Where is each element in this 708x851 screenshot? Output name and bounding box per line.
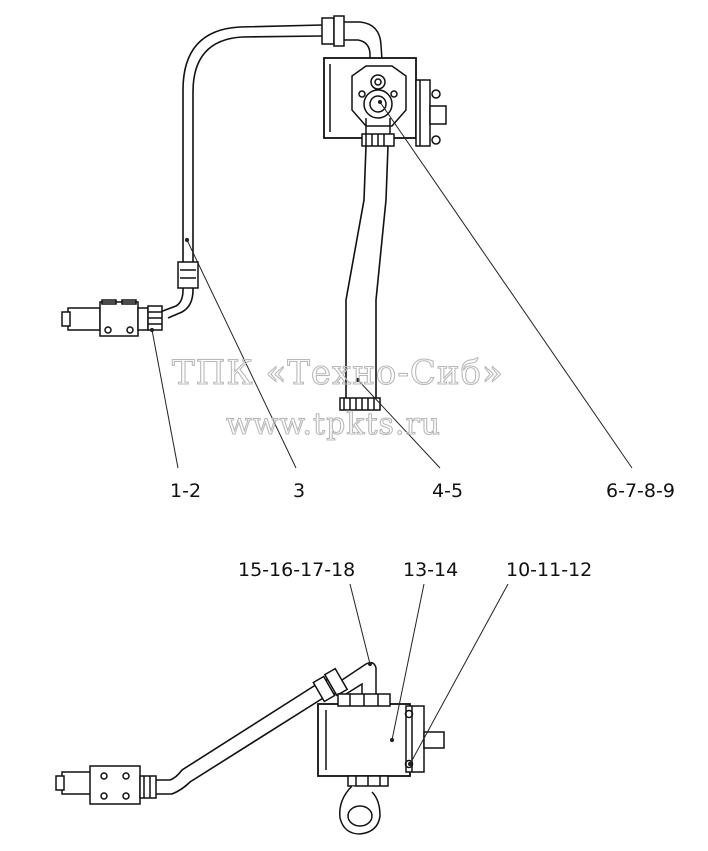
bottom-assembly <box>55 661 445 835</box>
top-assembly <box>61 15 447 411</box>
callout-4-5: 4-5 <box>432 480 463 502</box>
callout-1-2: 1-2 <box>170 480 201 502</box>
bottom-leader-lines <box>349 583 509 767</box>
callout-3: 3 <box>293 480 305 502</box>
pressure-hose-side <box>156 661 377 795</box>
pressure-hose <box>159 15 383 319</box>
watermark-site: www.tpkts.ru <box>226 407 441 442</box>
suction-hose <box>339 118 395 411</box>
callout-6-7-8-9: 6-7-8-9 <box>606 480 675 502</box>
control-valve <box>61 299 163 337</box>
pump-body <box>323 57 447 147</box>
top-leader-lines <box>149 99 633 469</box>
callout-15-16-17-18: 15-16-17-18 <box>238 559 355 581</box>
callout-10-11-12: 10-11-12 <box>506 559 592 581</box>
callout-13-14: 13-14 <box>403 559 458 581</box>
watermark-company: ТПК «Техно-Сиб» <box>172 353 504 393</box>
pump-body-side <box>317 693 445 835</box>
control-valve-side <box>55 765 157 805</box>
